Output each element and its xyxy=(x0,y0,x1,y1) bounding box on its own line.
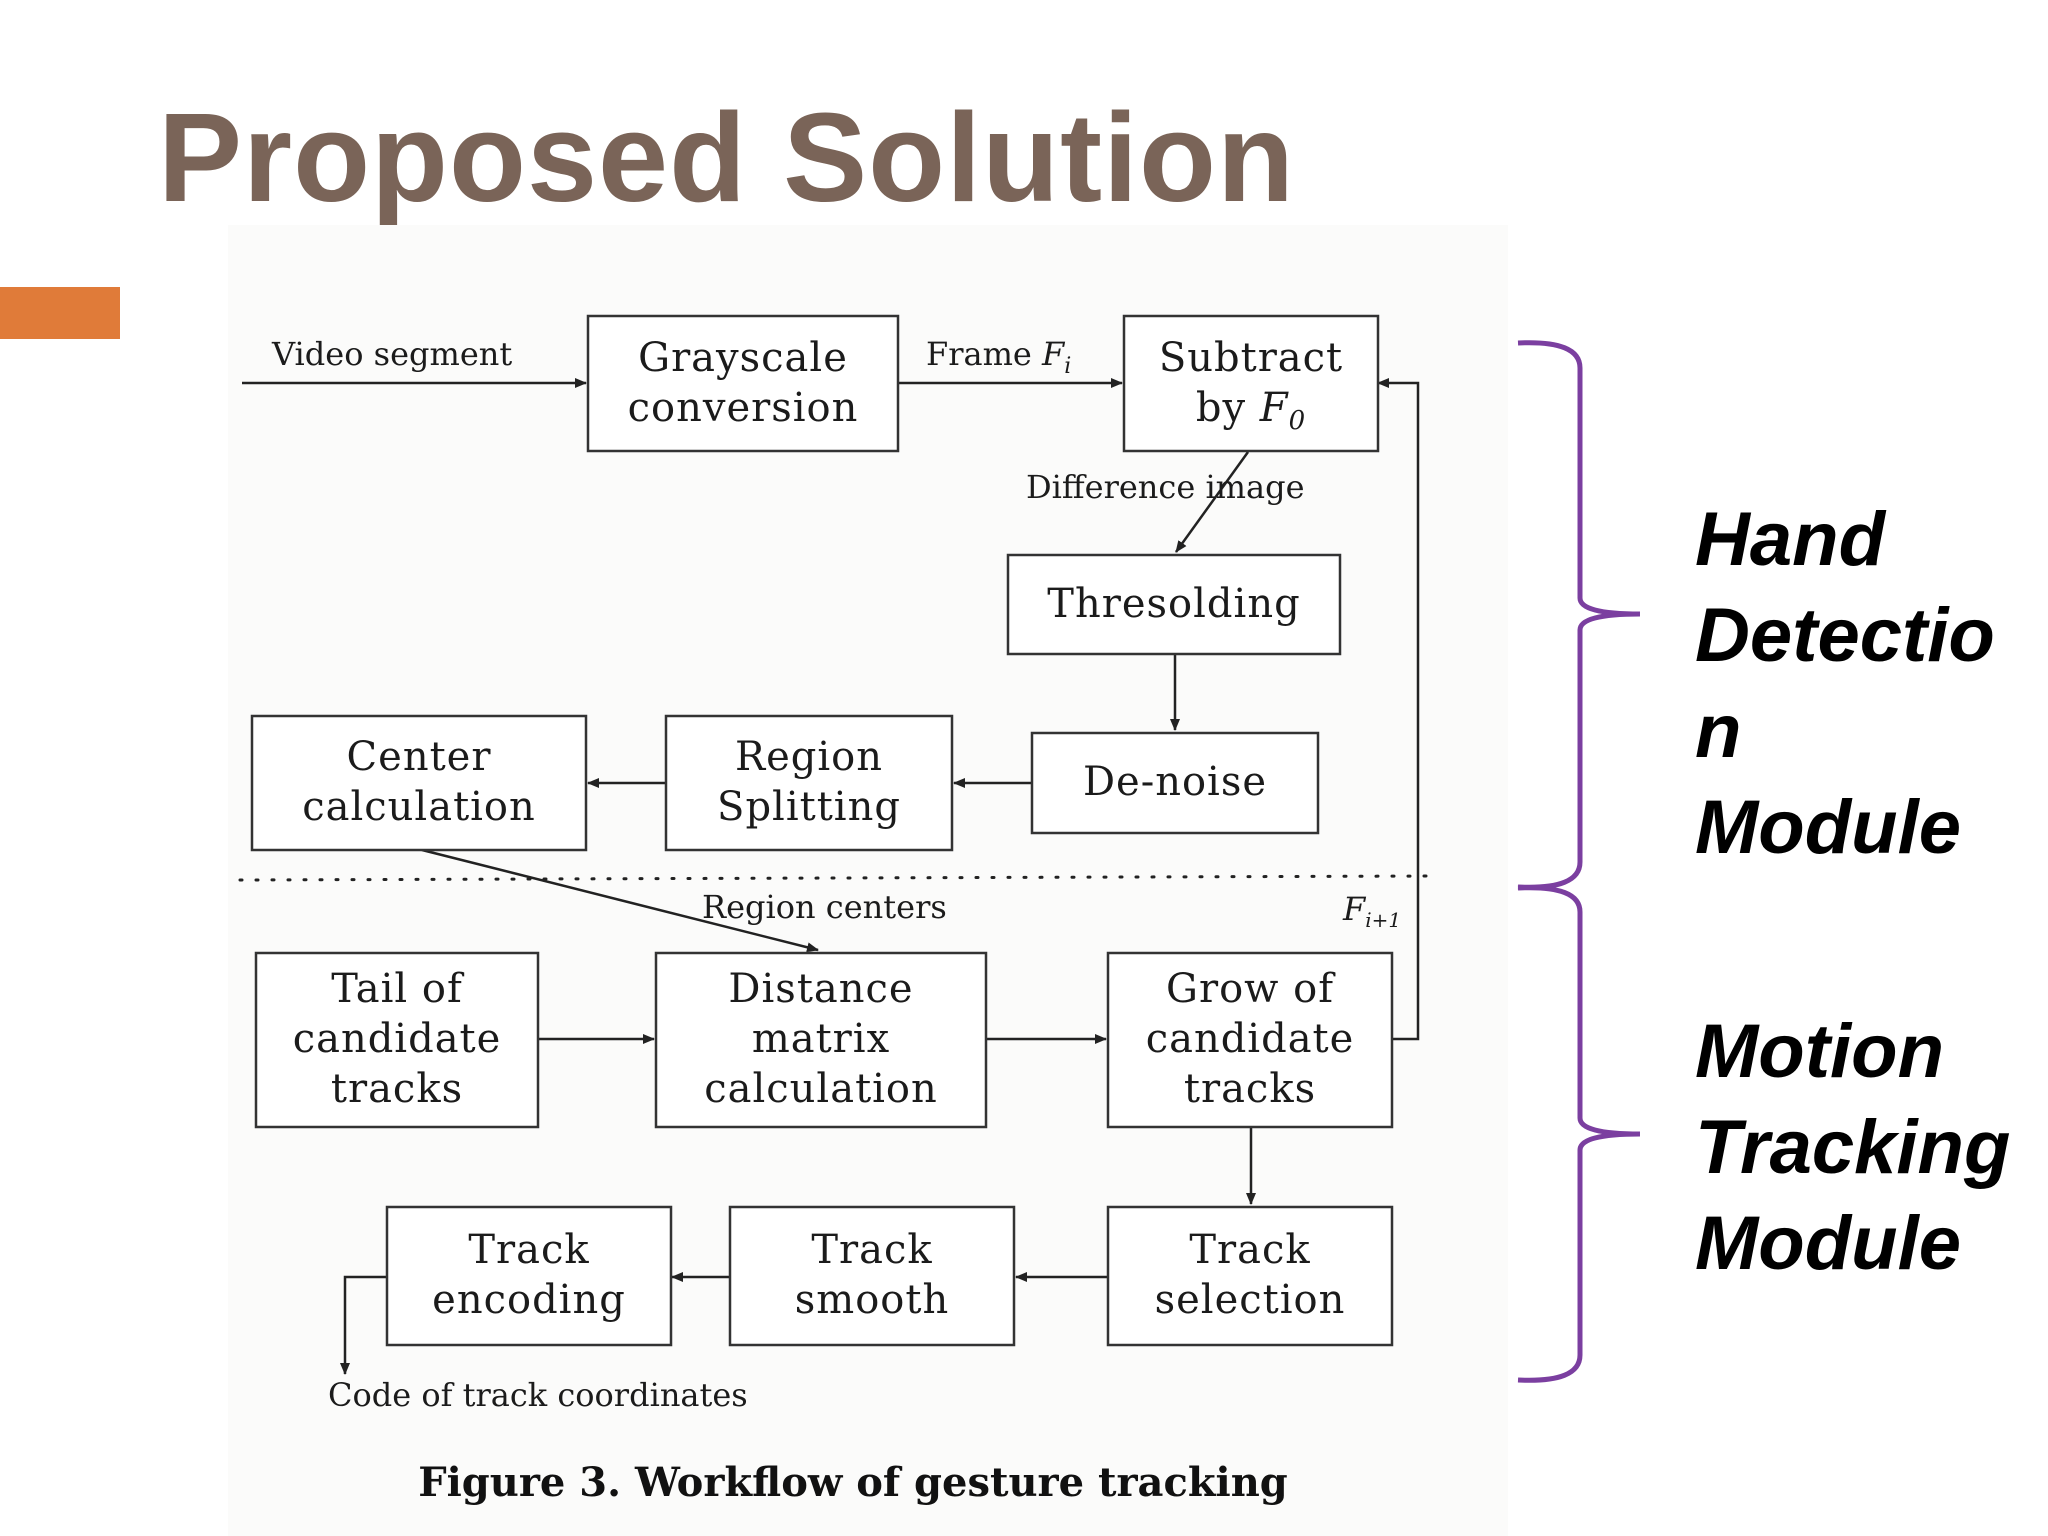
node-region-splitting: Region Splitting xyxy=(664,714,954,852)
label-code-output: Code of track coordinates xyxy=(328,1376,748,1414)
edge-grow-feedback-to-subtract xyxy=(1377,378,1420,1041)
svg-text:tracks: tracks xyxy=(331,1066,463,1112)
svg-text:calculation: calculation xyxy=(704,1066,938,1112)
node-grayscale-conversion: Grayscale conversion xyxy=(586,314,900,453)
svg-text:Distance: Distance xyxy=(728,966,913,1012)
node-grow-of-candidate-tracks: Grow of candidate tracks xyxy=(1106,951,1394,1129)
svg-text:Track: Track xyxy=(811,1227,932,1273)
svg-text:by F0: by F0 xyxy=(1196,385,1306,436)
svg-text:Tail of: Tail of xyxy=(331,966,465,1012)
node-track-encoding: Track encoding xyxy=(385,1205,673,1347)
svg-text:smooth: smooth xyxy=(795,1277,949,1323)
svg-text:Grayscale: Grayscale xyxy=(638,335,848,381)
label-frame-fi: Frame Fi xyxy=(926,335,1071,379)
node-tail-of-candidate-tracks: Tail of candidate tracks xyxy=(254,951,540,1129)
svg-text:Subtract: Subtract xyxy=(1159,335,1343,381)
node-de-noise: De-noise xyxy=(1030,731,1320,835)
node-thresolding: Thresolding xyxy=(1006,553,1342,656)
node-distance-matrix-calculation: Distance matrix calculation xyxy=(654,951,988,1129)
svg-text:calculation: calculation xyxy=(302,784,536,830)
svg-text:Grow of: Grow of xyxy=(1166,966,1336,1012)
edges xyxy=(242,378,1420,1375)
svg-text:selection: selection xyxy=(1155,1277,1346,1323)
svg-text:matrix: matrix xyxy=(752,1016,890,1062)
figure-caption: Figure 3. Workflow of gesture tracking xyxy=(418,1459,1288,1506)
svg-text:Center: Center xyxy=(347,734,492,780)
edge-center-to-distance xyxy=(421,848,819,953)
edge-encoding-to-output xyxy=(340,1275,387,1375)
svg-text:Thresolding: Thresolding xyxy=(1047,581,1300,627)
svg-text:conversion: conversion xyxy=(628,385,859,431)
svg-text:candidate: candidate xyxy=(293,1016,502,1062)
slide-title: Proposed Solution xyxy=(158,87,1295,228)
svg-text:Splitting: Splitting xyxy=(717,784,901,830)
svg-text:Track: Track xyxy=(1189,1227,1310,1273)
svg-text:Region: Region xyxy=(735,734,883,780)
svg-text:candidate: candidate xyxy=(1146,1016,1355,1062)
svg-text:Track: Track xyxy=(468,1227,589,1273)
svg-text:tracks: tracks xyxy=(1184,1066,1316,1112)
module-label-hand-detection: Hand Detectio n Module xyxy=(1695,497,1995,870)
label-f-next: Fi+1 xyxy=(1342,890,1401,932)
brace-motion-tracking xyxy=(1517,885,1641,1383)
label-region-centers: Region centers xyxy=(702,888,947,926)
edge-subtract-to-thresolding xyxy=(1174,451,1250,553)
accent-bar xyxy=(0,287,120,339)
label-video-segment: Video segment xyxy=(271,335,512,373)
node-track-selection: Track selection xyxy=(1106,1205,1394,1347)
node-subtract: Subtract by F0 xyxy=(1122,314,1380,453)
label-difference-image: Difference image xyxy=(1026,468,1305,506)
svg-text:De-noise: De-noise xyxy=(1083,759,1267,805)
node-center-calculation: Center calculation xyxy=(250,714,588,852)
module-label-motion-tracking: Motion Tracking Module xyxy=(1695,1009,2011,1286)
node-track-smooth: Track smooth xyxy=(728,1205,1016,1347)
brace-hand-detection xyxy=(1517,340,1641,890)
module-divider xyxy=(238,874,1434,882)
svg-text:encoding: encoding xyxy=(432,1277,626,1323)
